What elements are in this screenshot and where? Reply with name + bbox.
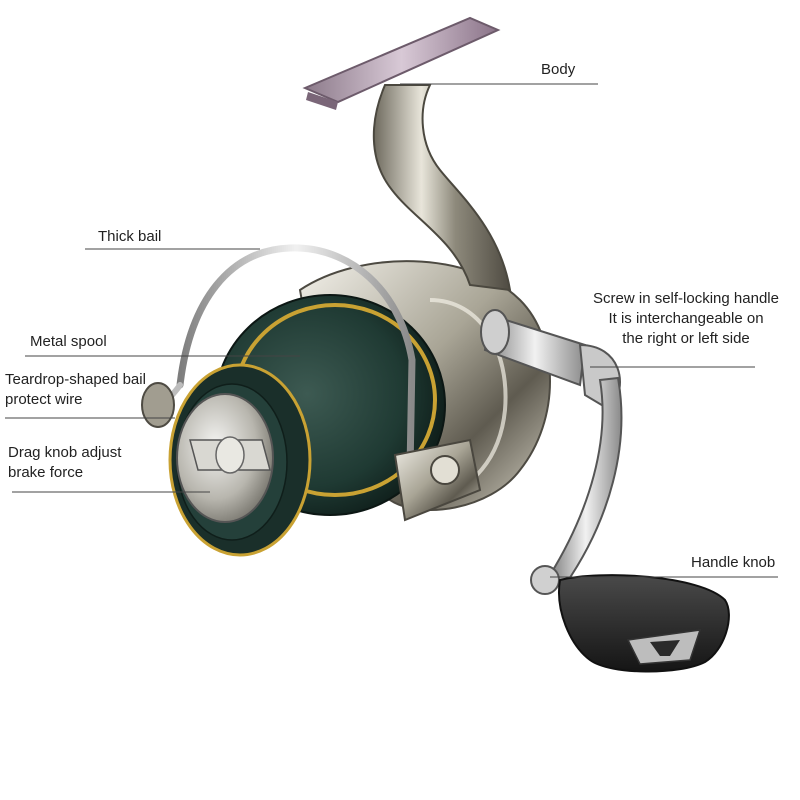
- label-screw-handle: Screw in self-locking handle It is inter…: [593, 290, 779, 347]
- handle-knob-graphic: [530, 565, 730, 673]
- label-thick-bail: Thick bail: [98, 228, 162, 245]
- handle-arm-graphic: [548, 376, 623, 587]
- reel-stem: [372, 84, 512, 292]
- label-body: Body: [541, 61, 576, 78]
- label-drag-knob: Drag knob adjust brake force: [8, 444, 122, 481]
- label-teardrop-bail: Teardrop-shaped bail protect wire: [5, 371, 146, 408]
- bail-arm-graphic: [393, 438, 482, 522]
- thick-bail-graphic: [141, 244, 416, 474]
- drag-knob-graphic: [176, 393, 274, 523]
- leader-lines: [5, 83, 778, 578]
- reel-foot: [302, 16, 501, 110]
- label-handle-knob: Handle knob: [691, 554, 776, 571]
- label-metal-spool: Metal spool: [30, 333, 107, 350]
